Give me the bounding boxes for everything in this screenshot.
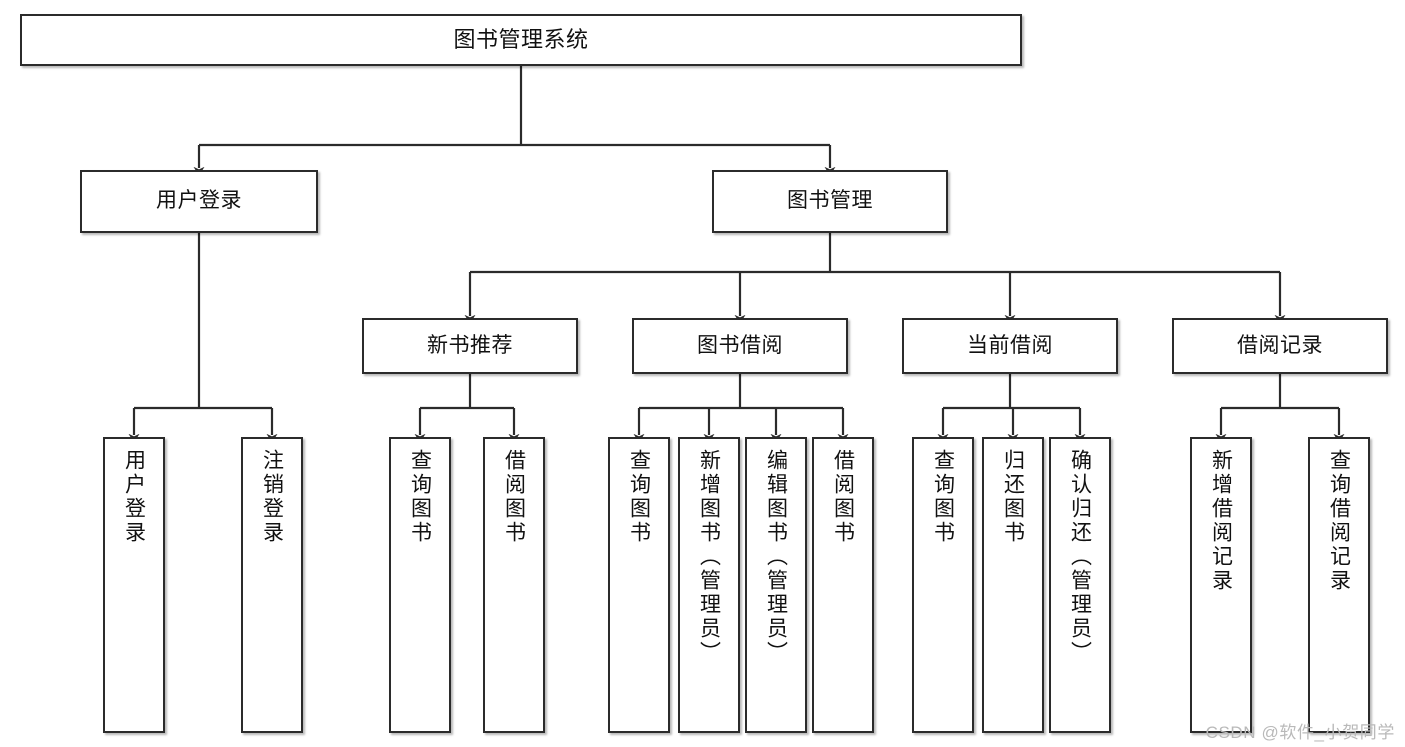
leaf-query-book-borrow[interactable]: 查询图书 [608,437,670,733]
node-book-management-label: 图书管理 [787,189,873,213]
leaf-query-book-current[interactable]: 查询图书 [912,437,974,733]
leaf-query-borrow-record[interactable]: 查询借阅记录 [1308,437,1370,733]
node-new-book-recommendation[interactable]: 新书推荐 [362,318,578,374]
leaf-logout[interactable]: 注销登录 [241,437,303,733]
node-current-borrow-label: 当前借阅 [967,333,1053,357]
leaf-borrow-book-recommend[interactable]: 借阅图书 [483,437,545,733]
leaf-return-book[interactable]: 归还图书 [982,437,1044,733]
leaf-borrow-book-recommend-label: 借阅图书 [502,449,526,545]
leaf-add-book-admin-label: 新增图书（管理员） [697,449,721,665]
node-new-book-recommendation-label: 新书推荐 [427,333,513,357]
leaf-query-book-borrow-label: 查询图书 [627,449,651,545]
leaf-query-book-current-label: 查询图书 [931,449,955,545]
leaf-add-book-admin[interactable]: 新增图书（管理员） [678,437,740,733]
node-borrow-record-label: 借阅记录 [1237,333,1323,357]
node-book-borrow[interactable]: 图书借阅 [632,318,848,374]
leaf-user-login[interactable]: 用户登录 [103,437,165,733]
leaf-query-book-recommend-label: 查询图书 [408,449,432,545]
leaf-confirm-return-admin-label: 确认归还（管理员） [1068,449,1092,665]
node-book-management[interactable]: 图书管理 [712,170,948,233]
leaf-confirm-return-admin[interactable]: 确认归还（管理员） [1049,437,1111,733]
leaf-query-borrow-record-label: 查询借阅记录 [1327,449,1351,593]
node-user-login-label: 用户登录 [156,189,242,213]
leaf-query-book-recommend[interactable]: 查询图书 [389,437,451,733]
node-root[interactable]: 图书管理系统 [20,14,1022,66]
node-root-label: 图书管理系统 [453,27,589,53]
node-user-login[interactable]: 用户登录 [80,170,318,233]
node-book-borrow-label: 图书借阅 [697,333,783,357]
leaf-logout-label: 注销登录 [260,449,284,545]
leaf-add-borrow-record[interactable]: 新增借阅记录 [1190,437,1252,733]
leaf-return-book-label: 归还图书 [1001,449,1025,545]
leaf-add-borrow-record-label: 新增借阅记录 [1209,449,1233,593]
leaf-edit-book-admin-label: 编辑图书（管理员） [764,449,788,665]
leaf-borrow-book[interactable]: 借阅图书 [812,437,874,733]
node-current-borrow[interactable]: 当前借阅 [902,318,1118,374]
node-borrow-record[interactable]: 借阅记录 [1172,318,1388,374]
leaf-user-login-label: 用户登录 [122,449,146,545]
leaf-edit-book-admin[interactable]: 编辑图书（管理员） [745,437,807,733]
leaf-borrow-book-label: 借阅图书 [831,449,855,545]
